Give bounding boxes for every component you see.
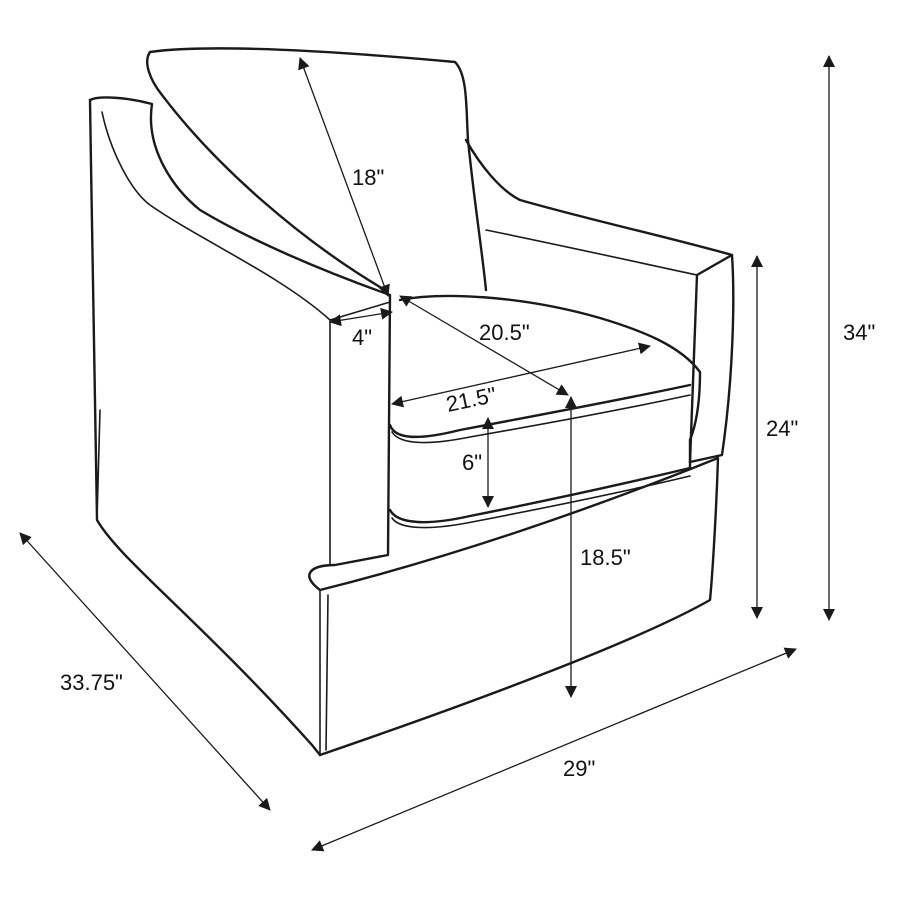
skirt: [318, 456, 720, 757]
dim-line-overall-width: [311, 647, 797, 852]
label-overall-depth: 33.75": [60, 670, 123, 695]
back-cushion: [146, 47, 488, 292]
label-seat-depth: 20.5": [479, 320, 530, 345]
dimension-lines: [19, 55, 835, 852]
label-arm-width: 4": [352, 325, 372, 350]
label-overall-height: 34": [843, 320, 875, 345]
chair-illustration: [88, 47, 735, 757]
dim-line-seat-depth: [399, 295, 569, 396]
dim-line-seat-width: [391, 342, 651, 408]
dim-line-arm-width: [329, 307, 393, 327]
dimension-labels: 18" 4" 20.5" 21.5" 6" 18.5" 24" 34" 33.7…: [60, 165, 875, 781]
seat-cushion-bottom: [388, 438, 692, 524]
left-arm-side: [88, 98, 322, 757]
label-cushion-thickness: 6": [462, 450, 482, 475]
label-arm-height: 24": [766, 416, 798, 441]
skirt-pleat: [319, 589, 329, 756]
label-overall-width: 29": [563, 756, 595, 781]
label-seat-width: 21.5": [444, 382, 499, 417]
seat-cushion-front: [388, 383, 692, 439]
dim-line-overall-depth: [19, 532, 271, 811]
left-arm-inner-curve: [101, 111, 331, 321]
right-arm: [464, 138, 735, 464]
label-seat-height: 18.5": [580, 545, 631, 570]
dim-line-back-cushion: [298, 57, 390, 297]
label-back-cushion: 18": [352, 165, 384, 190]
right-arm-front: [485, 229, 698, 276]
left-arm-outer: [88, 96, 392, 592]
skirt-side-seam: [96, 409, 101, 521]
